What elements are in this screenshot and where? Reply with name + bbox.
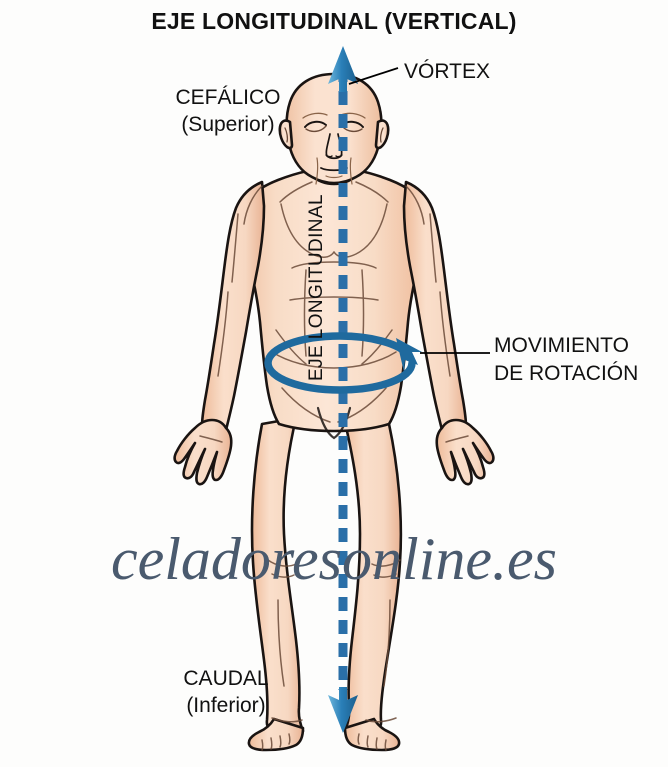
nostril-left (325, 154, 333, 158)
nostril-right (335, 154, 343, 158)
label-rotation-line2: DE ROTACIÓN (494, 362, 639, 385)
brow-left (302, 112, 328, 119)
ear-left (278, 119, 294, 150)
axis-arrow-down (328, 687, 358, 733)
hand-right (435, 418, 495, 486)
ear-detail-right (379, 127, 384, 143)
body-group (173, 72, 495, 752)
ear-detail-left (284, 127, 289, 143)
label-caudal-line2: (Inferior) (186, 694, 266, 717)
label-caudal-line1: CAUDAL (183, 667, 269, 690)
axis-vertical-label: EJE LONGITUDINAL (306, 194, 327, 381)
eye-left-lid (305, 125, 327, 133)
neck-tendon-right (349, 157, 353, 185)
label-caudal: CAUDAL (Inferior) (166, 665, 286, 719)
vortex-leader-line (348, 67, 399, 85)
label-cephalic-line1: CEFÁLICO (175, 86, 281, 109)
label-cephalic: CEFÁLICO (Superior) (163, 84, 293, 138)
eye-left (304, 120, 327, 128)
label-vortex: VÓRTEX (404, 60, 490, 83)
rotation-ellipse-arc (264, 332, 416, 394)
body-contour-details (199, 181, 469, 751)
label-cephalic-line2: (Superior) (181, 113, 275, 136)
axis-arrow-up (328, 46, 358, 92)
label-rotation-movement: MOVIMIENTO DE ROTACIÓN (494, 332, 638, 388)
head (285, 72, 383, 185)
label-rotation-line1: MOVIMIENTO (494, 334, 629, 357)
rotation-indicator (264, 332, 422, 394)
arm-right (402, 180, 468, 432)
arm-left (200, 180, 266, 432)
neck-tendon-left (315, 157, 319, 185)
chin-crease (325, 175, 343, 179)
rotation-arrowhead (396, 338, 422, 372)
page-title: EJE LONGITUDINAL (VERTICAL) (151, 8, 517, 34)
ear-right (374, 119, 390, 150)
hand-left (173, 418, 233, 486)
